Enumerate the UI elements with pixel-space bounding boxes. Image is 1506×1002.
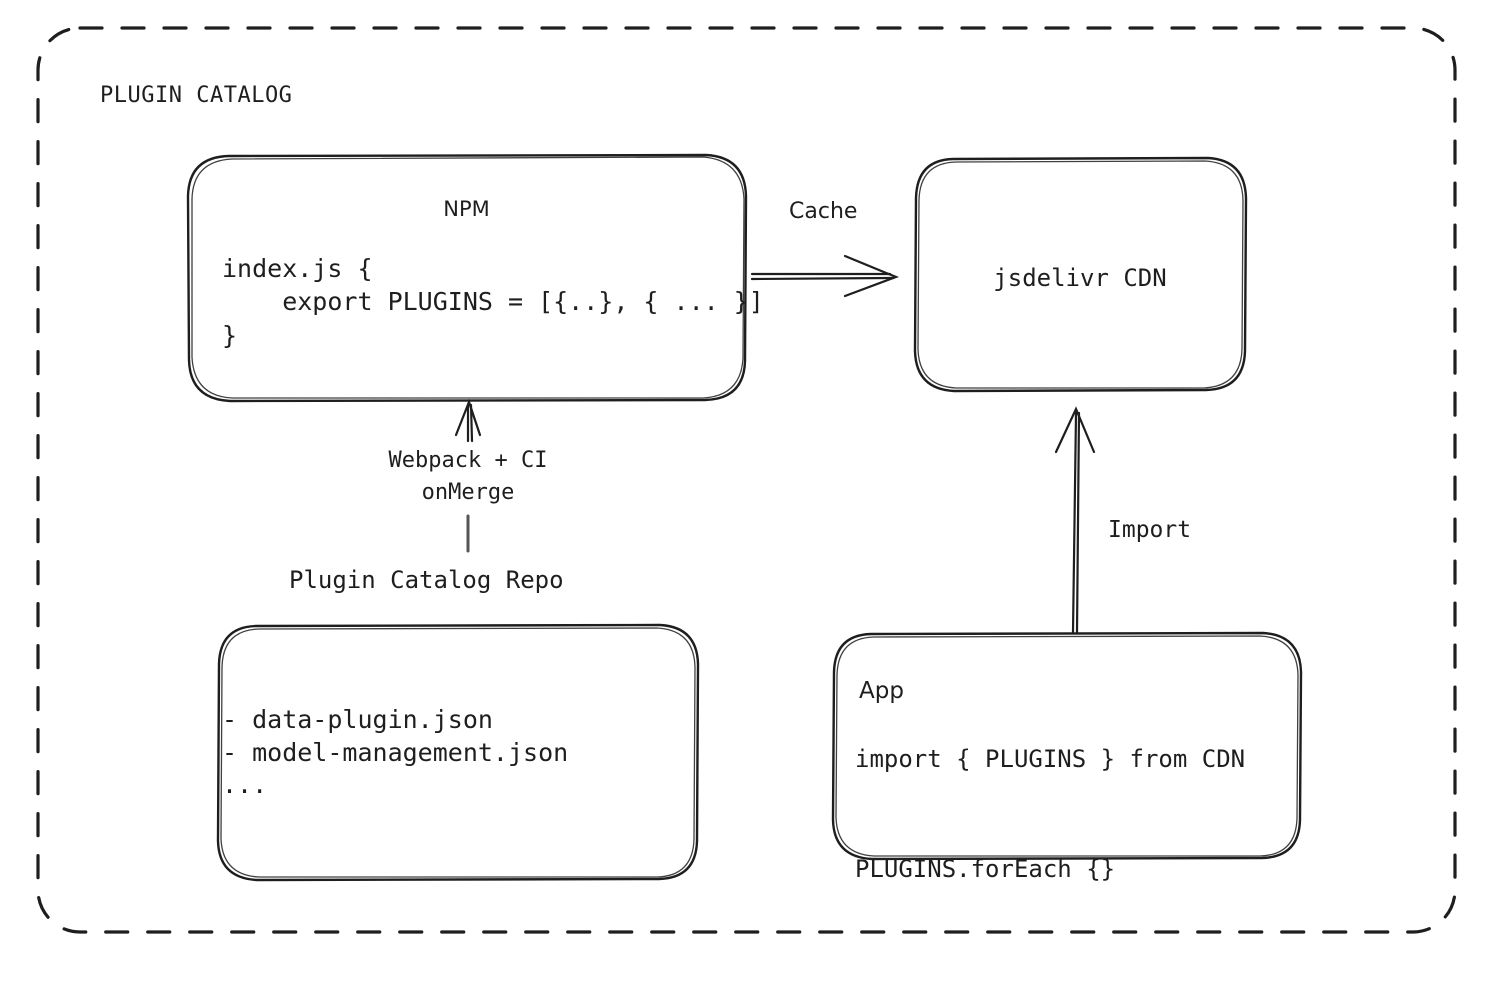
npm-node-title: NPM	[443, 197, 490, 221]
app-node-code: import { PLUGINS } from CDN PLUGINS.forE…	[855, 745, 1246, 884]
edge-build-arrow	[454, 398, 482, 443]
edge-cache-arrow	[750, 254, 900, 298]
edge-label-build: Webpack + CI onMerge	[388, 448, 548, 505]
repo-node-caption: Plugin Catalog Repo	[289, 566, 564, 594]
repo-node-items: - data-plugin.json - model-management.js…	[222, 705, 569, 799]
plugin-catalog-title: PLUGIN CATALOG	[100, 83, 293, 108]
app-node-title: App	[859, 678, 904, 704]
edge-label-import: Import	[1108, 517, 1192, 543]
edge-label-cache: Cache	[789, 199, 858, 224]
npm-node-code: index.js { export PLUGINS = [{..}, { ...…	[222, 254, 764, 350]
cdn-node-title: jsdelivr CDN	[993, 264, 1167, 292]
edge-import-arrow	[1054, 406, 1096, 634]
